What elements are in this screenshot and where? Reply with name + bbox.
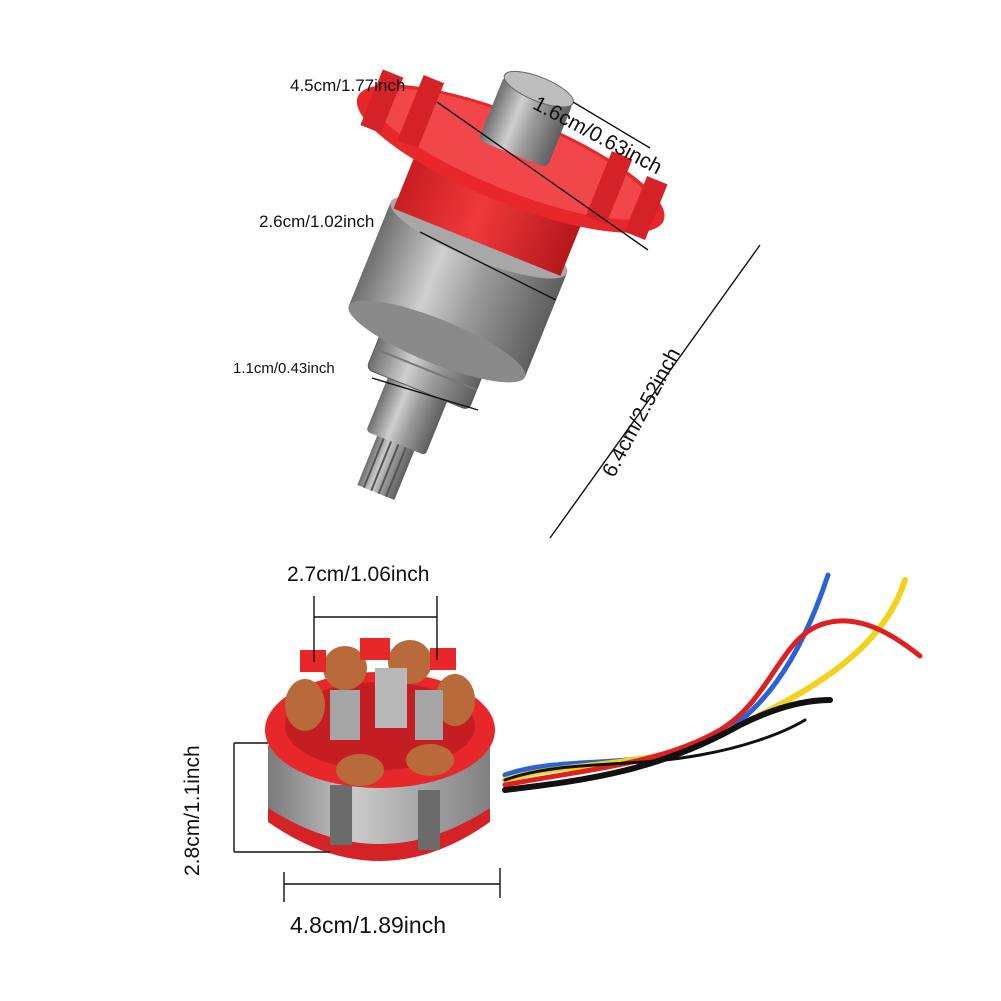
stator-wires: [502, 572, 923, 793]
stator-outer-diameter-label: 4.8cm/1.89inch: [290, 912, 446, 938]
rotor-dimension-lines: [371, 101, 761, 539]
stator-assembly: [265, 638, 495, 861]
stator-height-label: 2.8cm/1.1inch: [181, 745, 204, 876]
stator-inner-diameter-label: 2.7cm/1.06inch: [287, 563, 430, 586]
rotor-shaft-diameter-label: 1.1cm/0.43inch: [233, 360, 335, 377]
stator-dimension-lines: [233, 596, 501, 902]
stator-windings: [285, 640, 475, 786]
rotor-pinion: [357, 434, 415, 501]
rotor-core-diameter-label: 2.6cm/1.02inch: [259, 212, 375, 231]
rotor-top-diameter-label: 4.5cm/1.77inch: [290, 76, 406, 95]
rotor-top-bearing: [480, 70, 574, 167]
rotor-fan: [356, 69, 668, 276]
rotor-assembly: [348, 69, 668, 501]
